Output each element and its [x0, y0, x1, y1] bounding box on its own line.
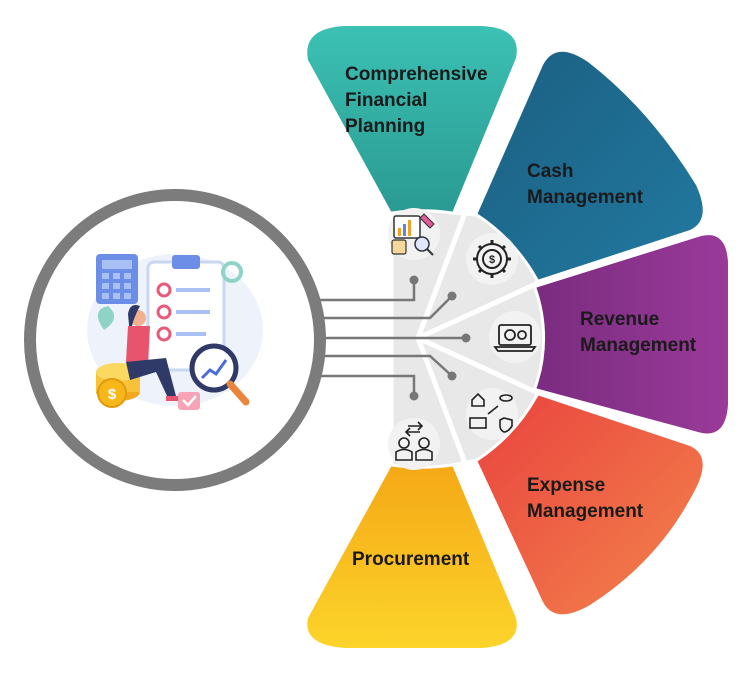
connector-dots — [409, 275, 471, 401]
svg-text:$: $ — [489, 254, 495, 266]
segment-expense — [477, 395, 703, 615]
dollar-gear-icon: $ — [473, 240, 511, 278]
procurement-icon — [395, 421, 433, 461]
label-expense-management: Expense Management — [527, 475, 644, 522]
segment-revenue — [535, 235, 728, 434]
label-financial-planning: Comprehensive Financial Planning — [345, 64, 493, 137]
label-procurement: Procurement — [352, 549, 470, 570]
connector-lines — [312, 280, 462, 394]
chart-magnifier-icon — [391, 213, 435, 256]
laptop-gears-icon — [493, 324, 537, 352]
label-revenue-management: Revenue Management — [580, 309, 697, 356]
svg-text:$: $ — [108, 386, 117, 403]
expense-icon — [469, 392, 513, 433]
segment-cash — [477, 51, 703, 281]
label-cash-management: Cash Management — [527, 161, 644, 208]
finance-woman-illustration: $ — [87, 254, 263, 410]
segment-procurement — [307, 465, 517, 648]
segment-financial-planning — [307, 26, 517, 213]
